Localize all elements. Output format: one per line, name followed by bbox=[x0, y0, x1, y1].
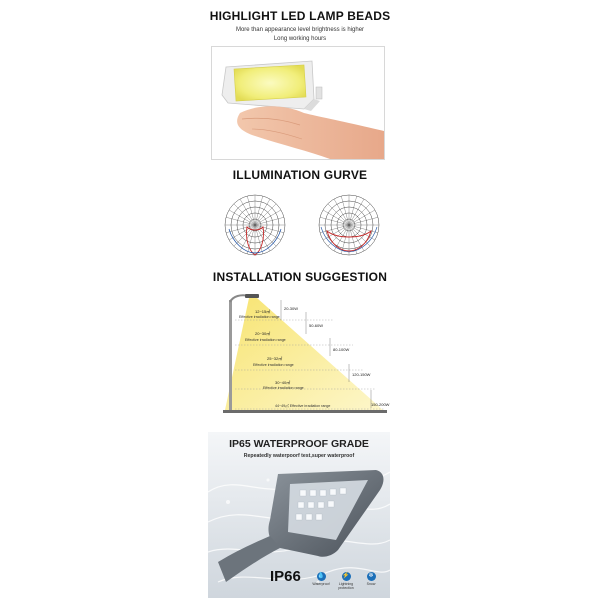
range-label-5: 44~49㎡ Effective irradiation range bbox=[275, 404, 331, 408]
ground-line bbox=[223, 410, 387, 413]
waterproof-panel: IP65 WATERPROOF GRADE Repeatedly waterpo… bbox=[208, 432, 390, 598]
feature-icons: 💧 Waterproof ⚡ Lightning protection ❄ Sn… bbox=[310, 572, 382, 590]
feature-waterproof: 💧 Waterproof bbox=[312, 572, 330, 586]
polar-spoke bbox=[348, 209, 376, 226]
lightning-icon: ⚡ bbox=[341, 572, 351, 581]
polar-spoke bbox=[254, 198, 271, 226]
hand-shape bbox=[237, 106, 384, 159]
wattage-1: 20-30W bbox=[284, 306, 299, 311]
polar-spoke bbox=[348, 198, 365, 226]
polar-spoke bbox=[319, 217, 350, 226]
lamp-arm bbox=[218, 536, 280, 582]
polar-spoke bbox=[239, 224, 256, 252]
range-width-5: 44~49㎡ bbox=[275, 404, 289, 408]
installation-diagram: 12~15㎡ Effective irradiation range 20~30… bbox=[213, 290, 393, 420]
installation-title: INSTALLATION SUGGESTION bbox=[212, 270, 388, 284]
feature-snow: ❄ Snow bbox=[366, 572, 376, 586]
lamp-head bbox=[245, 294, 259, 298]
polar-spoke bbox=[233, 224, 256, 247]
polar-spoke bbox=[254, 224, 277, 247]
polar-curve-red bbox=[326, 229, 372, 252]
illumination-curve-title: ILLUMINATION GURVE bbox=[232, 168, 368, 182]
led-chip-phosphor bbox=[233, 64, 307, 102]
wattage-5: 150-200W bbox=[371, 402, 390, 407]
polar-spoke bbox=[322, 209, 350, 226]
range-label-2: Effective irradiation range bbox=[245, 338, 286, 342]
polar-spoke bbox=[348, 195, 357, 226]
polar-curve-red bbox=[246, 226, 264, 256]
polar-spoke bbox=[319, 224, 350, 233]
range-width-4: 30~40㎡ bbox=[275, 380, 291, 385]
lamp-bead-photo-card bbox=[211, 46, 385, 160]
polar-spoke bbox=[254, 209, 282, 226]
polar-spoke bbox=[233, 203, 256, 226]
polar-spoke bbox=[254, 224, 282, 241]
polar-spoke bbox=[348, 217, 379, 226]
lamp-beads-subtitle-2: Long working hours bbox=[273, 36, 327, 42]
range-width-3: 25~32㎡ bbox=[267, 356, 283, 361]
range-width-1: 12~15㎡ bbox=[255, 309, 271, 314]
polar-spoke bbox=[322, 224, 350, 241]
polar-spoke bbox=[348, 224, 357, 255]
feature-lightning: ⚡ Lightning protection bbox=[338, 572, 354, 590]
lamp-beads-subtitle-1: More than appearance level brightness is… bbox=[235, 27, 365, 33]
polar-spoke bbox=[341, 195, 350, 226]
polar-spoke bbox=[247, 195, 256, 226]
wattage-2: 50-60W bbox=[309, 323, 324, 328]
range-label-1: Effective irradiation range bbox=[239, 315, 280, 319]
range-label-3: Effective irradiation range bbox=[253, 363, 294, 367]
polar-spoke bbox=[348, 203, 371, 226]
polar-spoke bbox=[333, 198, 350, 226]
polar-spoke bbox=[254, 224, 285, 233]
polar-spoke bbox=[254, 195, 263, 226]
polar-spoke bbox=[254, 203, 277, 226]
ip66-badge: IP66 bbox=[270, 568, 301, 585]
polar-spoke bbox=[225, 217, 256, 226]
lamp-beads-title: HIGHLIGHT LED LAMP BEADS bbox=[209, 9, 391, 23]
polar-spoke bbox=[348, 224, 376, 241]
water-drop-icon: 💧 bbox=[316, 572, 326, 581]
snowflake-icon: ❄ bbox=[366, 572, 376, 581]
polar-spoke bbox=[225, 224, 256, 233]
range-width-2: 20~30㎡ bbox=[255, 331, 271, 336]
wattage-4: 120-150W bbox=[352, 372, 371, 377]
polar-spoke bbox=[341, 224, 350, 255]
polar-spoke bbox=[327, 203, 350, 226]
polar-curve-blue bbox=[320, 226, 378, 253]
polar-curve-blue bbox=[228, 228, 282, 254]
polar-spoke bbox=[239, 198, 256, 226]
street-lamp-housing bbox=[218, 470, 384, 582]
polar-spoke bbox=[228, 209, 256, 226]
polar-spoke bbox=[254, 224, 271, 252]
polar-chart-left bbox=[224, 194, 286, 256]
waterproof-subtitle: Repeatedly waterpoorf test,super waterpr… bbox=[243, 453, 355, 459]
range-label-4: Effective irradiation range bbox=[263, 386, 304, 390]
light-beam bbox=[225, 298, 383, 410]
lamp-bead-illustration bbox=[221, 60, 384, 159]
polar-chart-right bbox=[318, 194, 380, 256]
lamp-pole bbox=[229, 300, 232, 412]
waterproof-title: IP65 WATERPROOF GRADE bbox=[229, 438, 369, 450]
water-splash-background bbox=[208, 432, 390, 598]
polar-spoke bbox=[228, 224, 256, 241]
installation-graphic bbox=[223, 294, 387, 413]
wattage-3: 80-100W bbox=[333, 347, 350, 352]
polar-spoke bbox=[348, 224, 379, 233]
polar-spoke bbox=[254, 217, 285, 226]
